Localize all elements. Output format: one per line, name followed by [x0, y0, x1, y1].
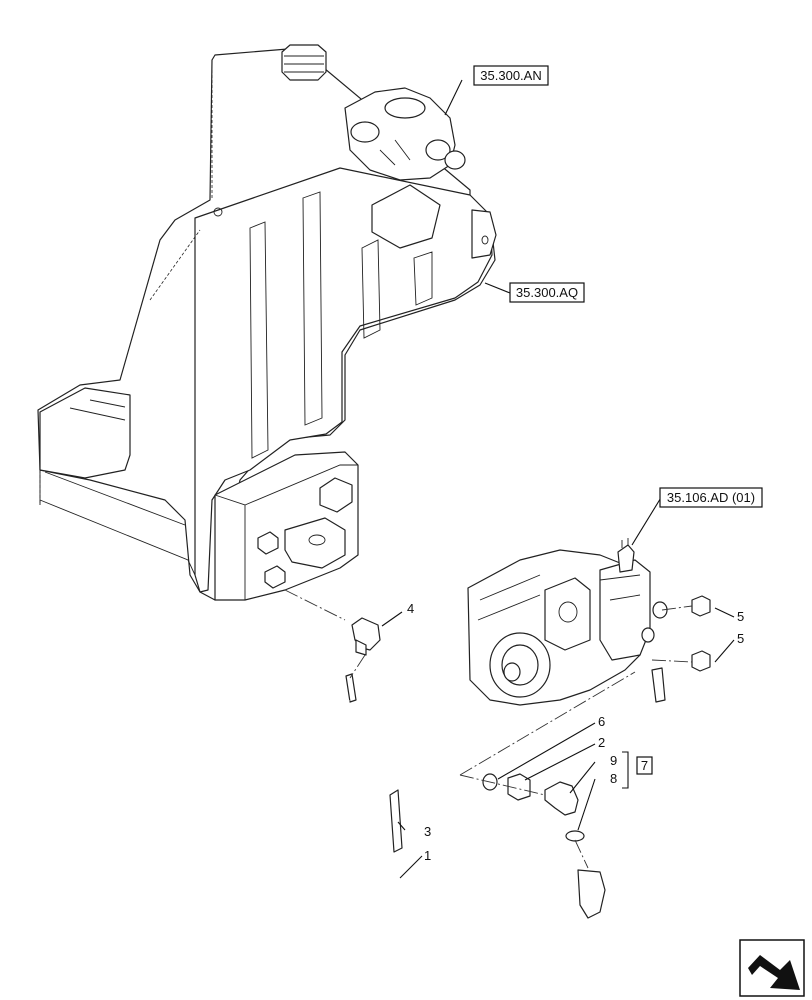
plug-upper	[691, 595, 711, 617]
callout-7-kit: 7	[636, 756, 653, 775]
svg-text:35.106.AD (01): 35.106.AD (01)	[667, 490, 755, 505]
hydraulic-pump	[467, 538, 668, 706]
o-ring-8	[565, 830, 585, 842]
hose-1	[287, 673, 606, 942]
plug-lower	[691, 650, 711, 672]
next-page-arrow-icon[interactable]	[739, 939, 805, 997]
callout-3: 3	[424, 824, 431, 839]
clamp-3	[389, 789, 403, 853]
elbow-fitting-9	[544, 781, 579, 816]
callout-5-upper: 5	[737, 609, 744, 624]
elbow-fitting-4	[351, 617, 381, 656]
adapter-2	[507, 773, 531, 801]
callout-1: 1	[424, 848, 431, 863]
reference-pump[interactable]: 35.106.AD (01)	[659, 487, 763, 508]
callout-5-lower: 5	[737, 631, 744, 646]
svg-text:35.300.AQ: 35.300.AQ	[516, 285, 578, 300]
svg-text:7: 7	[641, 758, 648, 773]
hydraulic-tank	[37, 44, 497, 601]
reference-tank-body[interactable]: 35.300.AQ	[509, 282, 585, 303]
reference-tank-top[interactable]: 35.300.AN	[473, 65, 549, 86]
callout-9: 9	[610, 753, 617, 768]
callout-8: 8	[610, 771, 617, 786]
callout-4: 4	[407, 601, 414, 616]
svg-text:35.300.AN: 35.300.AN	[480, 68, 541, 83]
callout-6: 6	[598, 714, 605, 729]
callout-2: 2	[598, 735, 605, 750]
